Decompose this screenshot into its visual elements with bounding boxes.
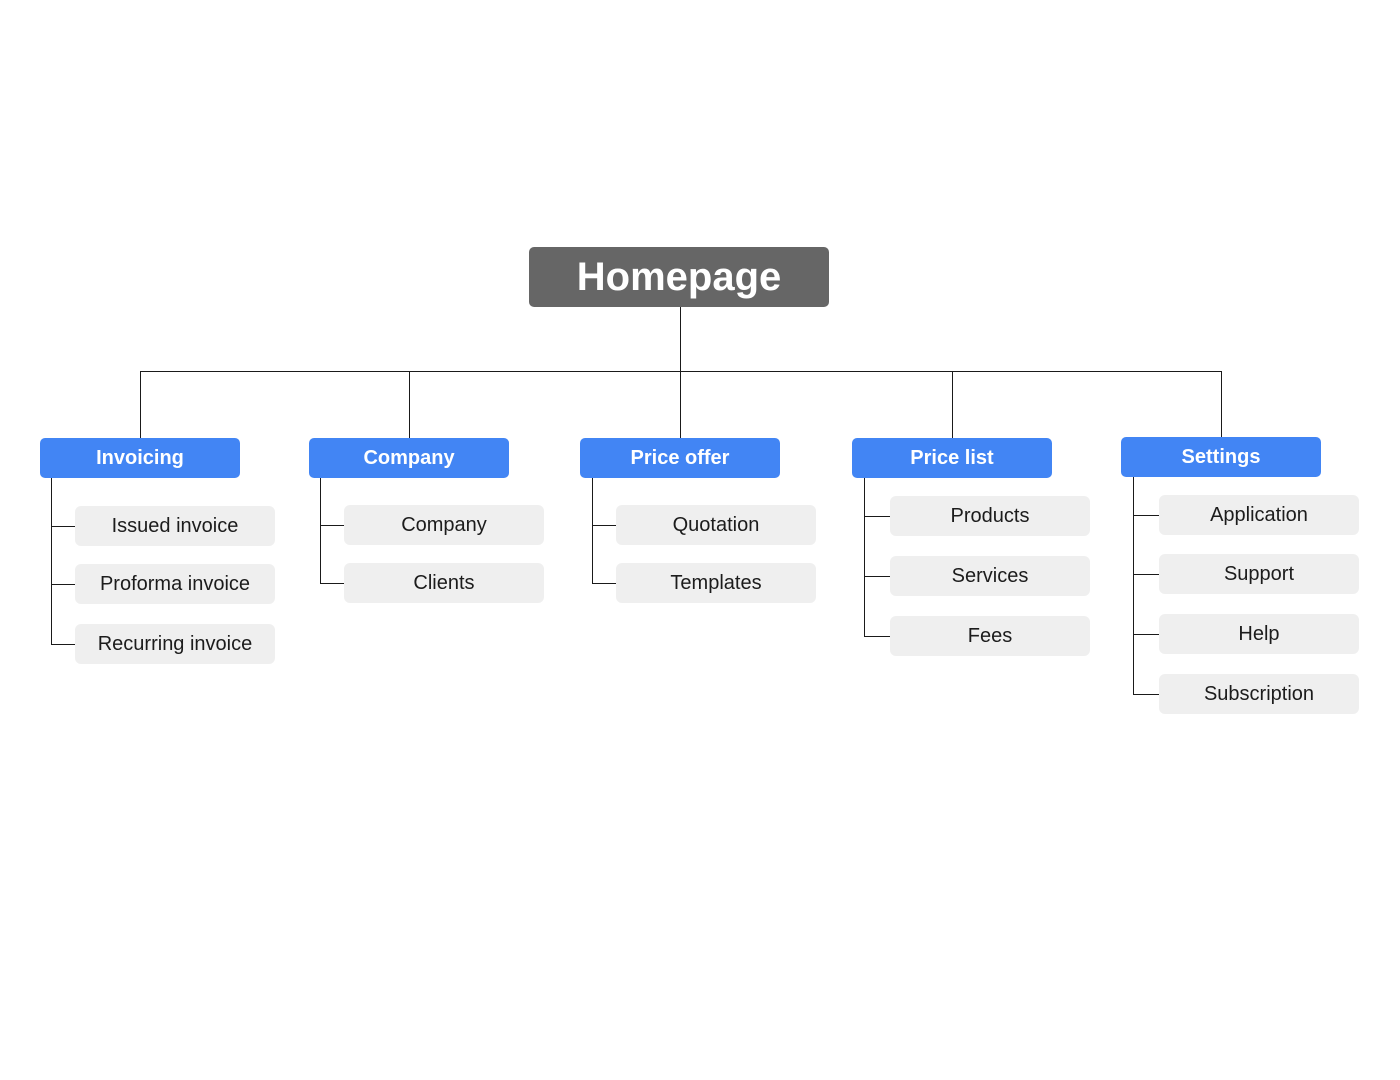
section-drop-connector-company (409, 371, 410, 438)
page-node-support: Support (1159, 554, 1359, 594)
page-trunk-connector-invoicing (51, 478, 52, 645)
page-branch-connector (320, 525, 344, 526)
page-branch-connector (1133, 694, 1159, 695)
page-branch-connector (51, 526, 75, 527)
page-node-help: Help (1159, 614, 1359, 654)
section-node-invoicing: Invoicing (40, 438, 240, 478)
page-node-fees: Fees (890, 616, 1090, 656)
page-node-proforma-invoice: Proforma invoice (75, 564, 275, 604)
page-branch-connector (1133, 574, 1159, 575)
page-branch-connector (864, 516, 890, 517)
page-trunk-connector-price-list (864, 478, 865, 637)
section-node-company: Company (309, 438, 509, 478)
section-drop-connector-invoicing (140, 371, 141, 438)
page-trunk-connector-company (320, 478, 321, 584)
section-node-settings: Settings (1121, 437, 1321, 477)
page-node-recurring-invoice: Recurring invoice (75, 624, 275, 664)
page-node-issued-invoice: Issued invoice (75, 506, 275, 546)
page-branch-connector (1133, 515, 1159, 516)
page-branch-connector (1133, 634, 1159, 635)
page-node-application: Application (1159, 495, 1359, 535)
section-drop-connector-settings (1221, 371, 1222, 437)
page-branch-connector (51, 584, 75, 585)
page-trunk-connector-price-offer (592, 478, 593, 584)
section-node-price-list: Price list (852, 438, 1052, 478)
page-node-services: Services (890, 556, 1090, 596)
page-node-products: Products (890, 496, 1090, 536)
page-node-subscription: Subscription (1159, 674, 1359, 714)
page-node-quotation: Quotation (616, 505, 816, 545)
page-branch-connector (592, 583, 616, 584)
page-node-clients: Clients (344, 563, 544, 603)
page-branch-connector (592, 525, 616, 526)
section-drop-connector-price-list (952, 371, 953, 438)
page-branch-connector (864, 636, 890, 637)
page-branch-connector (51, 644, 75, 645)
root-connector (680, 307, 681, 371)
section-drop-connector-price-offer (680, 371, 681, 438)
page-branch-connector (864, 576, 890, 577)
page-trunk-connector-settings (1133, 477, 1134, 695)
page-node-company: Company (344, 505, 544, 545)
homepage-node: Homepage (529, 247, 829, 307)
section-node-price-offer: Price offer (580, 438, 780, 478)
section-bus-connector (140, 371, 1222, 372)
page-branch-connector (320, 583, 344, 584)
page-node-templates: Templates (616, 563, 816, 603)
